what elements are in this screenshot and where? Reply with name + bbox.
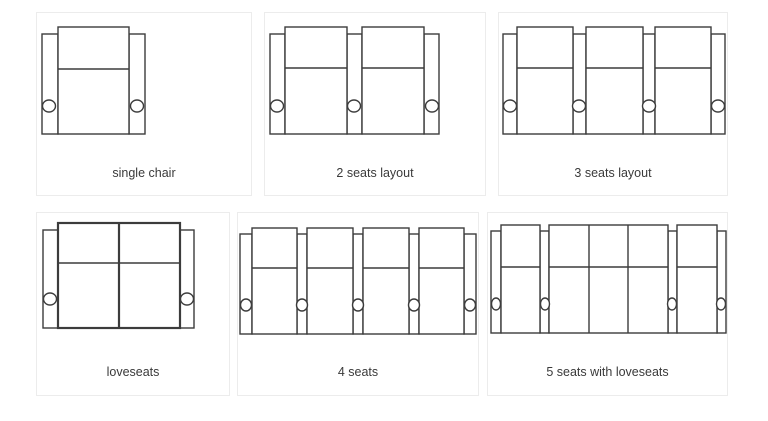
layout-label: loveseats bbox=[106, 365, 160, 379]
four-seats-diagram-icon bbox=[239, 227, 477, 335]
single-chair-diagram-icon bbox=[41, 26, 146, 135]
layout-card-3-seats[interactable]: 3 seats layout bbox=[498, 12, 728, 196]
layout-card-5-seats-loveseats[interactable]: 5 seats with loveseats bbox=[487, 212, 728, 396]
loveseats-diagram-icon bbox=[42, 221, 195, 330]
five-seats-loveseats-diagram-icon bbox=[490, 224, 727, 334]
layout-label: 3 seats layout bbox=[574, 166, 652, 180]
layout-card-loveseats[interactable]: loveseats bbox=[36, 212, 230, 396]
layout-card-single-chair[interactable]: single chair bbox=[36, 12, 252, 196]
layout-card-2-seats[interactable]: 2 seats layout bbox=[264, 12, 486, 196]
layout-label: 5 seats with loveseats bbox=[546, 365, 669, 379]
layout-label: 2 seats layout bbox=[336, 166, 414, 180]
two-seats-diagram-icon bbox=[269, 26, 440, 135]
layout-card-4-seats[interactable]: 4 seats bbox=[237, 212, 479, 396]
layout-label: single chair bbox=[112, 166, 176, 180]
layout-label: 4 seats bbox=[337, 365, 379, 379]
three-seats-diagram-icon bbox=[502, 26, 726, 135]
